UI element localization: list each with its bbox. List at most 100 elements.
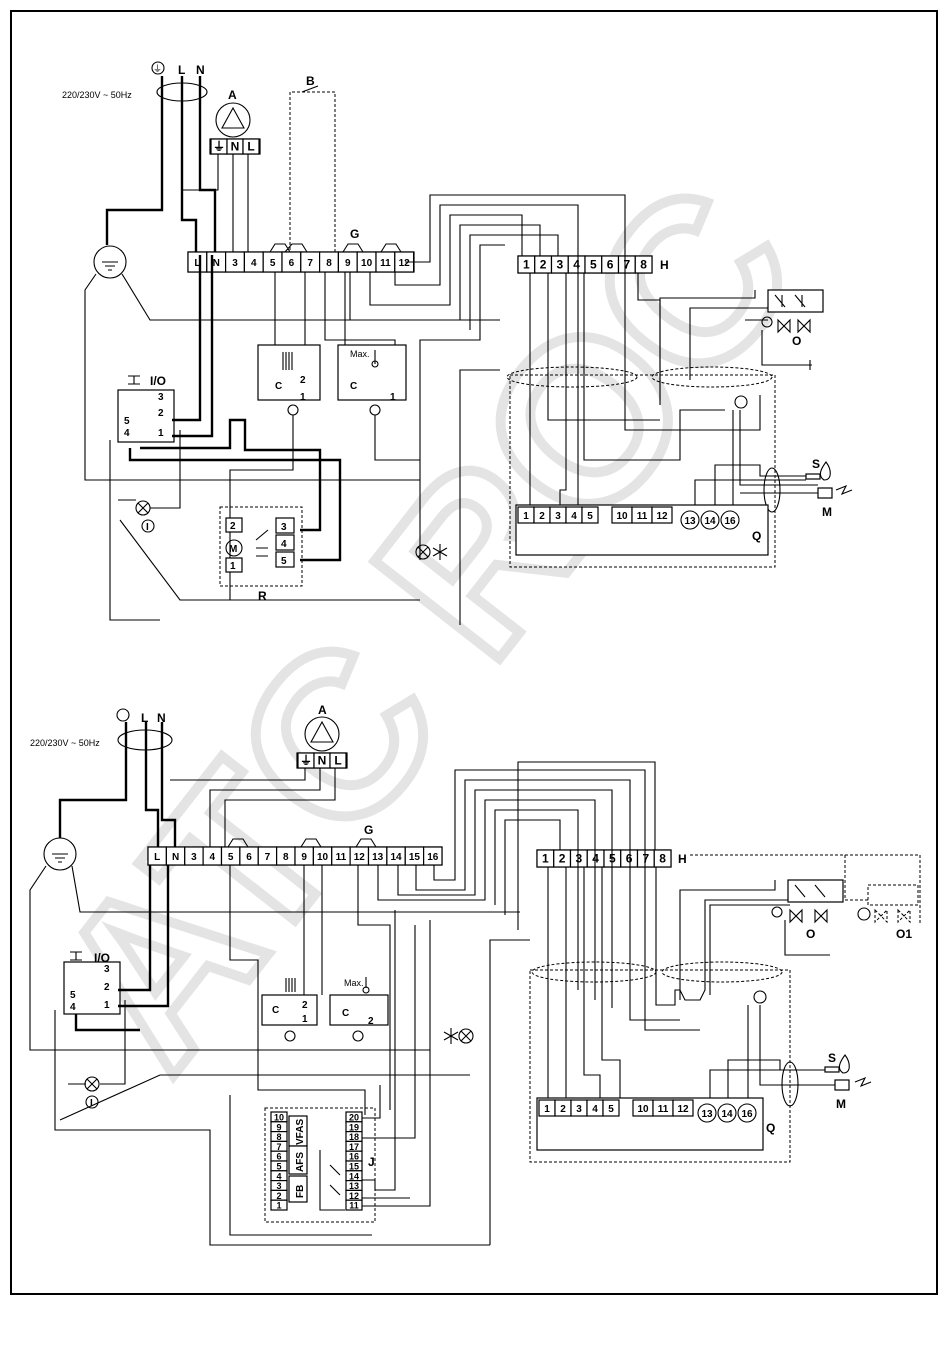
bottom-thermostat-1-earth-icon — [284, 1030, 296, 1042]
bottom-lamp-cross — [86, 1078, 98, 1090]
bottom-block-Q-label: Q — [766, 1121, 775, 1135]
bottom-thermostat-wires — [229, 865, 391, 1236]
top-electrode-M — [817, 487, 833, 499]
top-thermometer-icon — [371, 350, 379, 368]
top-block-Q-label: Q — [752, 529, 761, 543]
bottom-valve-icon — [789, 908, 828, 924]
bottom-G-term-label-0: L — [154, 852, 160, 863]
top-thermostat-1-C: C — [275, 381, 282, 392]
bottom-J-FB-box — [288, 1175, 308, 1203]
top-thermostat-1-1: 1 — [300, 392, 306, 403]
bottom-pump-term-label-0: ⏚ — [300, 754, 312, 768]
top-module-R — [219, 506, 303, 587]
top-sm-cable-ellipse — [763, 467, 781, 513]
bottom-J-module_J_left-label-9: 1 — [276, 1201, 281, 1211]
top-Q-term-a-label-0: 1 — [523, 511, 529, 522]
bottom-valve-wires — [679, 880, 830, 1000]
top-Q-term-b-cell-2 — [651, 506, 673, 524]
bottom-pump-triangle — [310, 720, 334, 743]
bottom-J-module_J_right-label-7: 13 — [349, 1181, 359, 1191]
top-H-term-label-3: 4 — [573, 258, 580, 272]
top-R-motor-icon — [225, 539, 243, 557]
top-H-term-cell-7 — [634, 255, 653, 274]
top-G-term-label-2: 3 — [232, 258, 238, 269]
bottom-Q-term-c-label-0: 13 — [701, 1109, 713, 1120]
top-io-term-3: 5 — [124, 416, 130, 427]
bottom-pump-wires — [170, 768, 336, 848]
bottom-wire-G14-H — [397, 789, 613, 1008]
bottom-Q-term-c-circle-1 — [717, 1103, 737, 1123]
top-Q-term-b-label-2: 12 — [656, 511, 668, 522]
bottom-H-term-label-3: 4 — [592, 852, 599, 866]
top-R-term-1 — [225, 557, 243, 573]
top-R-label-1: 1 — [230, 561, 236, 572]
top-pump-triangle — [221, 106, 245, 129]
top-switch-B-label: B — [306, 74, 315, 88]
bottom-sensor-S — [824, 1066, 840, 1073]
top-io-button-icon — [128, 375, 140, 385]
bottom-io-switch — [63, 961, 121, 1015]
top-q-earth-icon — [734, 395, 748, 409]
bottom-supply-label: 220/230V ~ 50Hz — [30, 738, 100, 748]
bottom-io-button-icon — [70, 951, 82, 961]
bottom-Q-term-a-cell-4 — [602, 1099, 620, 1117]
bottom-io-term-0: 3 — [104, 964, 110, 975]
bottom-G-term-label-2: 3 — [191, 852, 197, 863]
bottom-thermometer-icon — [362, 977, 370, 994]
top-valve-wires — [659, 290, 812, 400]
top-block-H-label: H — [660, 258, 669, 272]
top-io-term-4: 4 — [124, 428, 130, 439]
top-G-term-label-8: 9 — [345, 258, 351, 269]
bottom-J-module_J_left-label-1: 9 — [276, 1122, 281, 1132]
top-pump-term-label-0: ⏚ — [213, 140, 225, 154]
top-Q-term-c-label-1: 14 — [704, 516, 716, 527]
top-Q-term-c-circle-1 — [700, 510, 720, 530]
bottom-thermostat-2 — [329, 994, 389, 1026]
bottom-Q-term-a-label-1: 2 — [560, 1104, 566, 1115]
bottom-sm-wires — [709, 1005, 835, 1098]
bottom-J-module_J_right-label-0: 20 — [349, 1113, 359, 1123]
bottom-J-module_J_left-label-4: 6 — [276, 1152, 281, 1162]
top-block-G-jumpers — [269, 243, 402, 253]
bottom-J-module_J_left-label-5: 5 — [276, 1162, 281, 1172]
bottom-G-term-label-12: 13 — [372, 852, 384, 863]
bottom-wire-G16-H — [433, 769, 700, 1031]
bottom-earth-bus-icon — [52, 853, 68, 863]
top-H-term-label-0: 1 — [523, 258, 530, 272]
bottom-J-wires — [362, 910, 431, 1207]
top-q-enclosure — [509, 374, 776, 568]
bottom-J-internal — [319, 1150, 345, 1211]
top-valve-O-label: O — [792, 334, 801, 348]
bottom-wire-G15-H — [415, 779, 680, 1021]
top-wire-H4 — [583, 273, 725, 461]
bottom-Q-term-b-label-0: 10 — [637, 1104, 649, 1115]
bottom-Q-term-b-label-2: 12 — [677, 1104, 689, 1115]
top-earth-wire — [105, 76, 164, 245]
top-L-label: L — [178, 63, 185, 77]
bottom-valve-coils — [787, 879, 844, 903]
top-module-R-label: R — [258, 589, 267, 603]
top-R-term-5 — [275, 551, 295, 568]
top-G-term-label-7: 8 — [326, 258, 332, 269]
bottom-J-module_J_left-label-7: 3 — [276, 1181, 281, 1191]
top-Q-term-b-label-0: 10 — [616, 511, 628, 522]
top-G-term-label-9: 10 — [361, 258, 373, 269]
top-switch-B-wire — [289, 91, 336, 255]
bottom-J-module_J_right-label-2: 18 — [349, 1132, 359, 1142]
top-N-label: N — [196, 63, 205, 77]
bottom-Q-term-c-circle-0 — [697, 1103, 717, 1123]
bottom-pump-icon — [304, 716, 340, 752]
bottom-earth-icon — [116, 708, 130, 722]
bottom-valve-coil-marks — [794, 884, 826, 898]
top-sm-wires — [694, 410, 818, 505]
bottom-Q-term-c-circle-2 — [737, 1103, 757, 1123]
top-burner-lamp-cross — [417, 546, 429, 558]
bottom-screen-ellipse-1 — [531, 961, 657, 983]
bottom-burner-lamp-cross — [460, 1030, 472, 1042]
bottom-block-H-label: H — [678, 852, 687, 866]
top-io-term-2: 1 — [158, 428, 164, 439]
top-screen-ellipse-2 — [651, 366, 773, 388]
bottom-mains-wires — [58, 722, 177, 848]
top-pump-icon — [215, 102, 251, 138]
